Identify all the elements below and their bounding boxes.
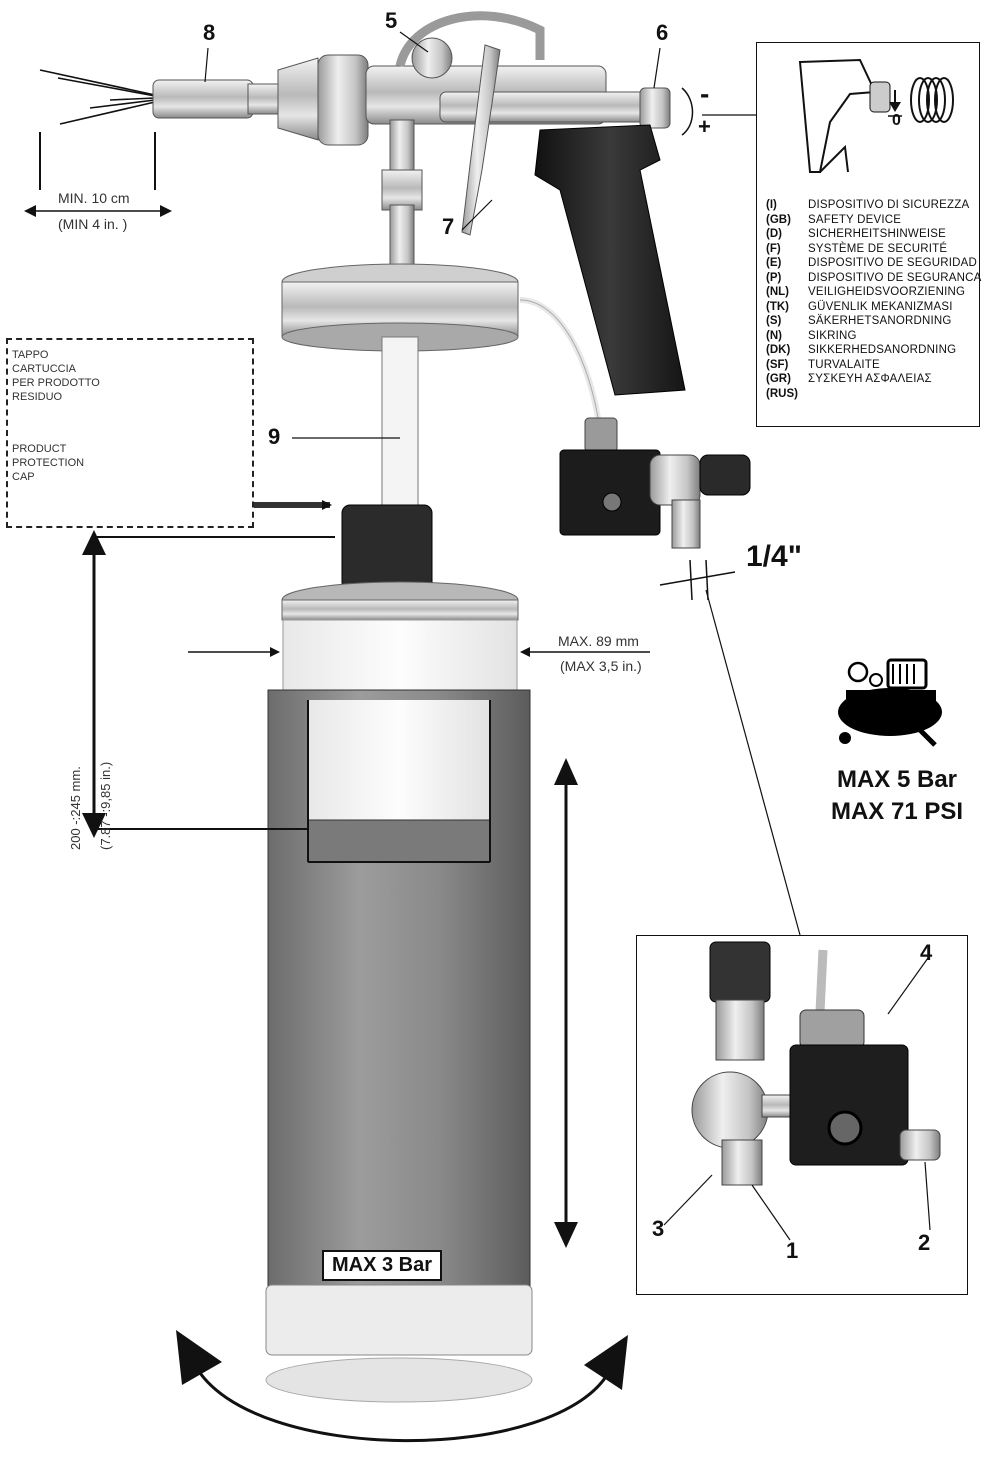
callout-6: 6 [656,20,669,45]
safety-text: SÄKERHETSANORDNING [808,315,952,327]
fitting-detail-box [636,935,968,1295]
safety-row: (RUS) [766,387,982,402]
callout-2: 2 [918,1230,931,1255]
safety-language-code: (GB) [766,213,791,226]
thread-size: 1/4" [746,540,802,573]
safety-row: (S) SÄKERHETSANORDNING [766,314,982,329]
safety-language-code: (NL) [766,286,789,298]
callout-9: 9 [268,424,281,449]
safety-text: ΣΥΣΚΕΥΗ ΑΣΦΑΛΕΙΑΣ [808,373,932,385]
detail-fitting [663,941,941,1241]
spray-fan-icon [39,69,156,125]
safety-language-code: (SF) [766,358,789,371]
safety-text: SIKRING [808,329,857,342]
safety-text: SYSTÈME DE SECURITÉ [808,242,948,255]
callout-8: 8 [203,20,216,45]
safety-language-code: (S) [766,315,782,327]
safety-text: SIKKERHEDSANORDNING [808,344,957,356]
safety-language-code: (I) [766,199,777,211]
safety-row: (P) DISPOSITIVO DE SEGURANCA [766,271,982,286]
diameter-imperial: (MAX 3,5 in.) [560,658,642,674]
safety-row: (DK) SIKKERHEDSANORDNING [766,343,982,358]
canister [265,504,533,1403]
safety-language-code: (P) [766,271,782,284]
safety-row: (GR) ΣΥΣΚΕΥΗ ΑΣΦΑΛΕΙΑΣ [766,372,982,387]
callout-4: 4 [920,940,933,965]
safety-text: GÜVENLIK MEKANIZMASI [808,300,953,313]
safety-row: (I) DISPOSITIVO DI SICUREZZA [766,198,982,213]
rotate-arrows-icon [176,1330,628,1443]
safety-language-code: (GR) [766,373,791,385]
safety-text: VEILIGHEIDSVOORZIENING [808,286,966,298]
compressor-icon [838,658,942,747]
safety-detail-drawing [798,58,954,173]
callout-3: 3 [652,1216,665,1241]
safety-language-code: (RUS) [766,387,798,400]
height-metric: 200 -:245 mm. [68,766,83,850]
safety-device-list: (I) DISPOSITIVO DI SICUREZZA (GB) SAFETY DE… [766,198,982,401]
adjust-plus: + [698,114,711,139]
safety-row: (GB) SAFETY DEVICE [766,213,982,228]
caps-box [6,338,254,528]
adjust-minus: - [700,78,710,109]
safety-text: DISPOSITIVO DE SEGURIDAD [808,257,978,269]
safety-row: (NL) VEILIGHEIDSVOORZIENING [766,285,982,300]
safety-text: DISPOSITIVO DI SICUREZZA [808,199,970,211]
safety-text: DISPOSITIVO DE SEGURANCA [808,271,982,284]
safety-device-box [756,42,980,427]
callout-5: 5 [385,8,398,33]
safety-text: SAFETY DEVICE [808,213,902,226]
safety-zero: 0 [892,112,901,129]
distance-arrow [24,205,172,217]
safety-language-code: (TK) [766,300,789,313]
safety-row: (D) SICHERHEITSHINWEISE [766,227,982,242]
safety-language-code: (DK) [766,344,791,356]
coil-spring-icon [910,77,954,123]
safety-text: SICHERHEITSHINWEISE [808,228,946,240]
safety-row: (N) SIKRING [766,329,982,344]
air-regulator [559,417,751,549]
height-imperial: (7.87 -:9,85 in.) [98,761,113,850]
safety-row: (SF) TURVALAITE [766,358,982,373]
safety-language-code: (E) [766,257,782,269]
safety-row: (E) DISPOSITIVO DE SEGURIDAD [766,256,982,271]
safety-text: TURVALAITE [808,358,880,371]
callout-7: 7 [442,214,455,239]
diameter-metric: MAX. 89 mm [558,633,639,649]
compressor-max-psi: MAX 71 PSI [830,798,964,825]
safety-row: (TK) GÜVENLIK MEKANIZMASI [766,300,982,315]
canister-pressure-label: MAX 3 Bar [322,1250,443,1281]
distance-imperial: (MIN 4 in. ) [58,216,128,232]
distance-metric: MIN. 10 cm [58,190,130,206]
safety-language-code: (N) [766,329,782,342]
safety-row: (F) SYSTÈME DE SECURITÉ [766,242,982,257]
safety-language-code: (F) [766,242,781,255]
callout-1: 1 [786,1238,799,1263]
safety-language-code: (D) [766,228,782,240]
compressor-max-bar: MAX 5 Bar [836,766,958,793]
